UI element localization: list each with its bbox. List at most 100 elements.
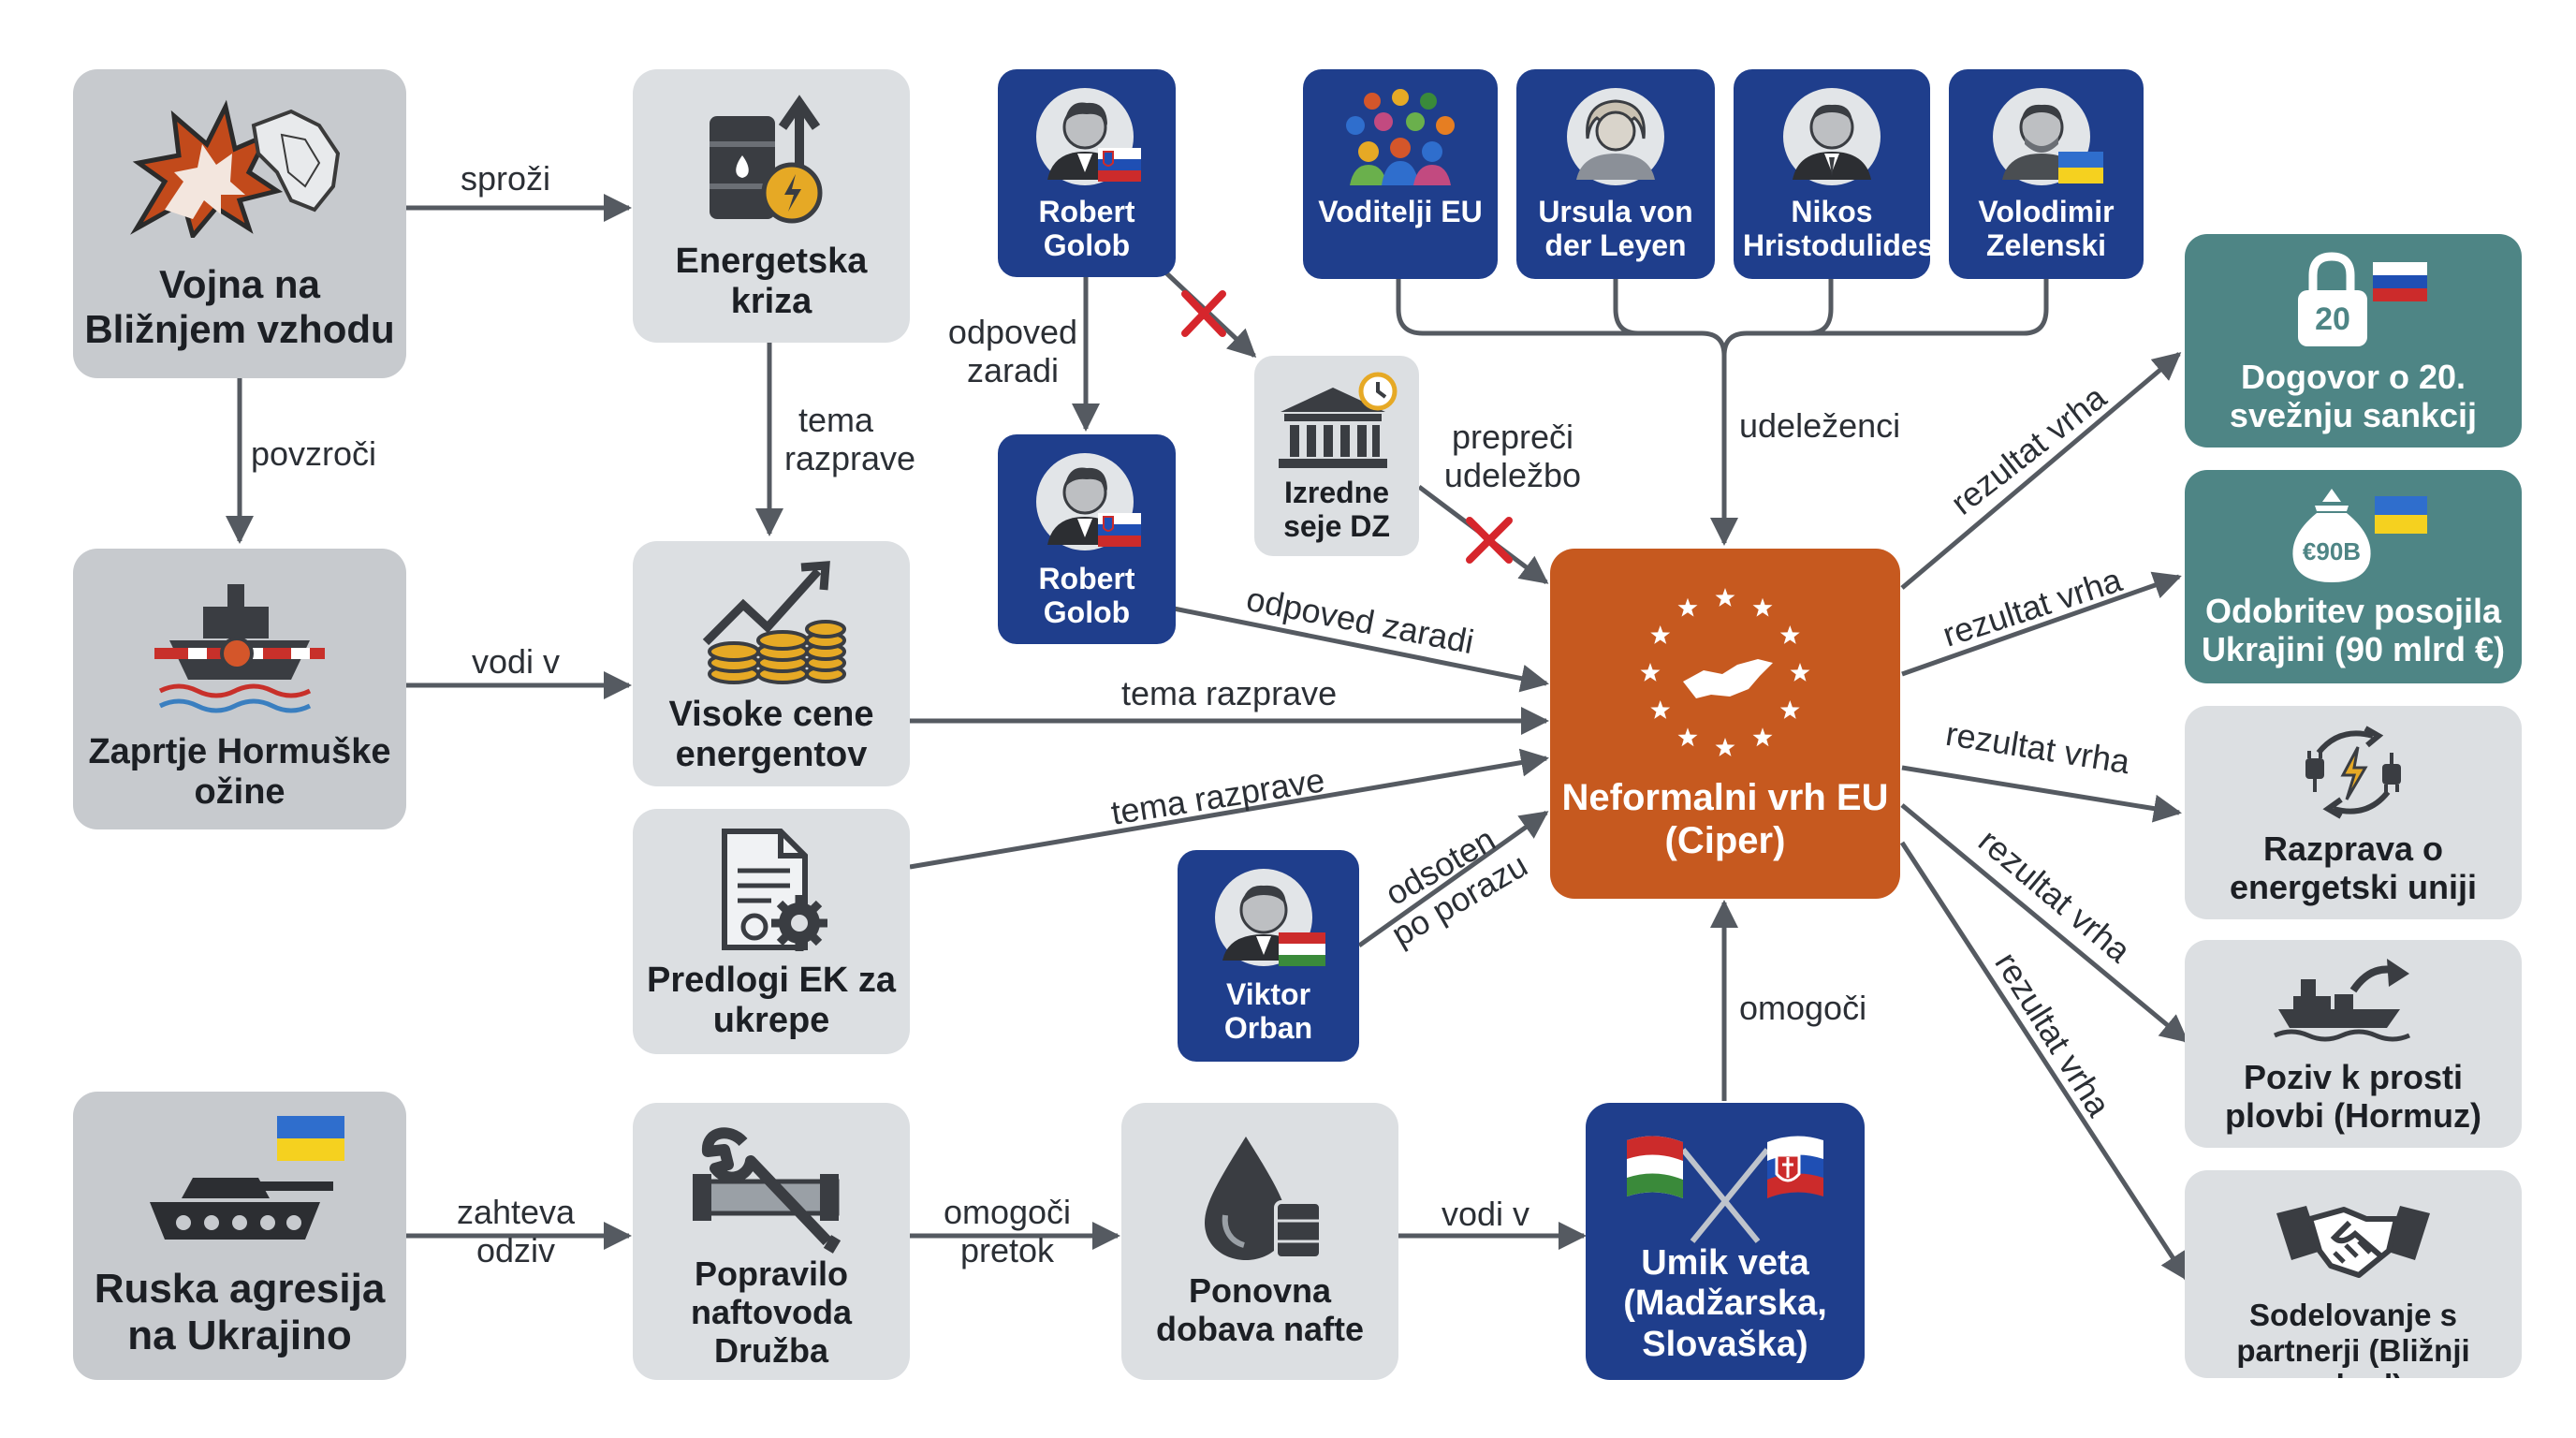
eu-star-2 — [1752, 597, 1773, 617]
node-navigation[interactable]: Poziv k prosti plovbi (Hormuz) — [2185, 940, 2522, 1148]
node-hormuz[interactable]: Zaprtje Hormuške ožine — [73, 549, 406, 829]
label-omogoci-pretok: omogoči pretok — [943, 1193, 1072, 1270]
avatar-vonderleyen-icon — [1516, 86, 1715, 189]
avatar-orban-icon — [1178, 867, 1359, 970]
node-druzba[interactable]: Popravilo naftovoda Družba — [633, 1103, 910, 1380]
node-energy-crisis-label: Energetska kriza — [675, 242, 868, 322]
eu-star-8 — [1677, 727, 1698, 747]
node-energy-crisis[interactable]: Energetska kriza — [633, 69, 910, 343]
cross-mark-2 — [1466, 517, 1513, 564]
node-leaders-label: Voditelji EU — [1318, 195, 1483, 228]
node-sanctions[interactable]: 20 Dogovor o 20. svežnju sankcij — [2185, 234, 2522, 448]
label-omogoci: omogoči — [1739, 989, 1867, 1027]
node-prices[interactable]: Visoke cene energentov — [633, 541, 910, 786]
ship-barrier-icon — [73, 575, 406, 715]
node-aggression[interactable]: Ruska agresija na Ukrajino — [73, 1092, 406, 1380]
node-hristodulides[interactable]: Nikos Hristodulides — [1734, 69, 1930, 279]
arrow-summit-partners — [1899, 841, 2189, 1282]
node-izredne[interactable]: Izredne seje DZ — [1254, 356, 1419, 556]
node-energy-union[interactable]: Razprava o energetski uniji — [2185, 706, 2522, 919]
eu-star-7 — [1715, 738, 1735, 756]
bracket-participants — [1396, 279, 2049, 357]
node-druzba-label: Popravilo naftovoda Družba — [690, 1255, 852, 1371]
node-war-label: Vojna na Bližnjem vzhodu — [84, 262, 395, 351]
eu-star-5 — [1779, 700, 1800, 719]
eu-star-9 — [1650, 700, 1671, 719]
node-vonderleyen-label: Ursula von der Leyen — [1538, 195, 1693, 263]
node-ek-proposals[interactable]: Predlogi EK za ukrepe — [633, 809, 910, 1054]
eu-star-1 — [1715, 588, 1735, 607]
node-navigation-label: Poziv k prosti plovbi (Hormuz) — [2225, 1058, 2481, 1136]
document-gear-icon — [633, 826, 910, 957]
label-povzroci: povzroči — [251, 434, 377, 473]
arrow-summit-navigation — [1900, 803, 2189, 1043]
node-golob-mid[interactable]: Robert Golob — [998, 434, 1176, 644]
arrow-summit-loan — [1901, 571, 2182, 677]
node-summit-label: Neformalni vrh EU (Ciper) — [1561, 777, 1889, 861]
node-golob-top[interactable]: Robert Golob — [998, 69, 1176, 277]
padlock-russia-flag-icon: 20 — [2185, 249, 2522, 352]
node-summit[interactable]: Neformalni vrh EU (Ciper) — [1550, 549, 1900, 899]
label-sprozi: sproži — [461, 159, 551, 198]
tank-icon — [73, 1150, 406, 1253]
arrow-summit-energy — [1901, 765, 2182, 823]
crowd-people-icon — [1303, 84, 1498, 187]
arrow-orban-summit — [1357, 810, 1549, 948]
node-hormuz-label: Zaprtje Hormuške ožine — [88, 732, 391, 813]
parliament-clock-icon — [1254, 371, 1419, 474]
node-orban[interactable]: Viktor Orban — [1178, 850, 1359, 1062]
node-leaders[interactable]: Voditelji EU — [1303, 69, 1498, 279]
arrow-summit-sanctions — [1900, 352, 2182, 590]
avatar-golob-icon — [998, 451, 1176, 554]
avatar-hristodulides-icon — [1734, 86, 1930, 189]
node-energy-union-label: Razprava o energetski uniji — [2229, 829, 2478, 907]
ukraine-flag-icon — [277, 1116, 344, 1161]
eu-star-6 — [1752, 727, 1773, 747]
node-golob-top-label: Robert Golob — [1038, 195, 1135, 263]
node-oil[interactable]: Ponovna dobava nafte — [1121, 1103, 1398, 1380]
node-war[interactable]: Vojna na Bližnjem vzhodu — [73, 69, 406, 378]
node-ek-proposals-label: Predlogi EK za ukrepe — [646, 961, 897, 1041]
label-prepreci: prepreči udeležbo — [1443, 418, 1582, 495]
eu-star-12 — [1677, 597, 1698, 617]
energy-cycle-plugs-icon — [2185, 721, 2522, 824]
node-zelenski-label: Volodimir Zelenski — [1978, 195, 2115, 263]
node-zelenski[interactable]: Volodimir Zelenski — [1949, 69, 2144, 279]
eu-star-11 — [1650, 625, 1671, 644]
eu-star-4 — [1790, 663, 1810, 682]
handshake-icon — [2185, 1185, 2522, 1288]
node-oil-label: Ponovna dobava nafte — [1155, 1271, 1365, 1349]
label-tema-razprave-v: tema razprave — [784, 401, 916, 478]
eu-star-10 — [1640, 663, 1661, 682]
node-prices-label: Visoke cene energentov — [668, 695, 874, 775]
chart-coins-icon — [633, 558, 910, 689]
loan-badge-text: €90B — [2303, 537, 2361, 565]
node-veto[interactable]: Umik veta (Madžarska, Slovaška) — [1586, 1103, 1865, 1380]
ship-arrow-icon — [2185, 953, 2522, 1047]
explosion-map-icon — [73, 97, 406, 238]
eu-star-3 — [1779, 625, 1800, 644]
node-loan[interactable]: €90B Odobritev posojila Ukrajini (90 mlr… — [2185, 470, 2522, 683]
oil-drop-icon — [1121, 1131, 1398, 1262]
node-veto-label: Umik veta (Madžarska, Slovaška) — [1623, 1243, 1827, 1364]
label-udelezenci: udeleženci — [1739, 406, 1901, 445]
node-orban-label: Viktor Orban — [1223, 977, 1313, 1046]
node-hristodulides-label: Nikos Hristodulides — [1743, 195, 1930, 263]
label-vodi-v-2: vodi v — [1442, 1195, 1530, 1233]
node-vonderleyen[interactable]: Ursula von der Leyen — [1516, 69, 1715, 279]
avatar-zelenski-icon — [1949, 86, 2144, 189]
arrow-golobmid-summit — [1173, 606, 1549, 693]
arrow-ek-summit — [909, 748, 1549, 870]
label-zahteva: zahteva odziv — [456, 1193, 576, 1270]
node-partners-label: Sodelovanje s partnerji (Bližnji vzhod) — [2236, 1298, 2470, 1378]
node-izredne-label: Izredne seje DZ — [1283, 476, 1390, 544]
node-partners[interactable]: Sodelovanje s partnerji (Bližnji vzhod) — [2185, 1170, 2522, 1378]
sanctions-badge-text: 20 — [2315, 301, 2350, 337]
label-tema-razprave-1: tema razprave — [1121, 674, 1338, 712]
node-loan-label: Odobritev posojila Ukrajini (90 mlrd €) — [2201, 592, 2506, 669]
eu-stars-cyprus-icon — [1550, 584, 1900, 762]
node-sanctions-label: Dogovor o 20. svežnju sankcij — [2229, 358, 2478, 435]
oil-barrel-energy-icon — [633, 90, 910, 230]
hungary-slovakia-flags-icon — [1586, 1122, 1865, 1243]
